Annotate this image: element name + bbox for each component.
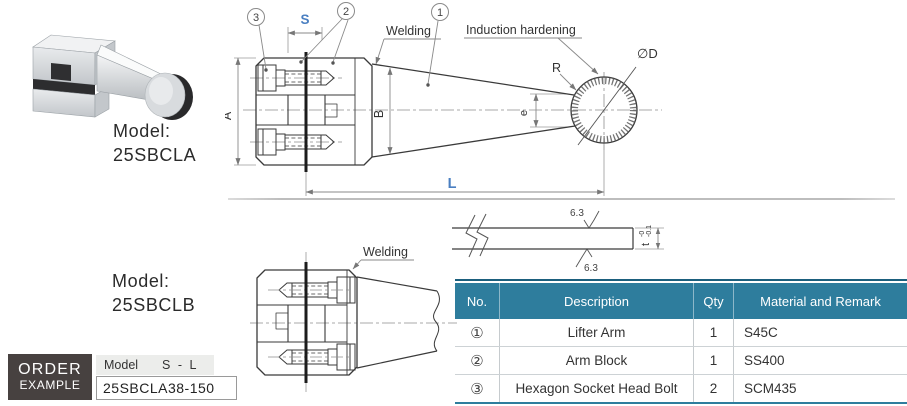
table-row: ③ Hexagon Socket Head Bolt 2 SCM435 (455, 375, 907, 404)
callout-3-number: 3 (253, 12, 259, 24)
dim-a-label: A (225, 111, 234, 120)
row-description: Lifter Arm (499, 319, 693, 346)
dim-l-label: L (448, 176, 457, 192)
socket-bolt-top-b (268, 276, 356, 304)
order-title-line1: ORDER (18, 360, 82, 378)
section-divider (228, 198, 895, 200)
order-format-strip: Model S - L (96, 355, 214, 375)
model-a-label: Model: 25SBCLA (113, 120, 196, 168)
order-example-box: ORDER EXAMPLE (8, 354, 92, 400)
dim-t-tol-upper: -0 (639, 231, 646, 237)
row-material: S45C (733, 319, 907, 346)
welding-annotation-b: Welding (352, 245, 414, 270)
callout-3: 3 (247, 8, 268, 72)
finish-top-value: 6.3 (570, 208, 584, 219)
row-material: SCM435 (733, 375, 907, 402)
row-no: ③ (470, 380, 484, 398)
break-line (433, 290, 440, 352)
order-title-line2: EXAMPLE (19, 378, 81, 393)
dim-t-tol-lower: -0.1 (646, 225, 653, 237)
order-example-code: 25SBCLA38-150 (96, 376, 237, 400)
model-a-name: 25SBCLA (113, 144, 197, 165)
lifter-arm-photo (32, 34, 193, 120)
tapered-arm (371, 63, 576, 158)
row-no: ① (470, 324, 484, 342)
diameter-leader-line (577, 66, 637, 146)
callout-2: 2 (299, 2, 355, 65)
disc-tip (570, 66, 638, 146)
finish-bottom-value: 6.3 (584, 263, 598, 274)
surface-finish-bottom: 6.3 (575, 248, 598, 274)
parts-table-header: No. Description Qty Material and Remark (455, 283, 907, 319)
section-detail-drawing: 6.3 6.3 t -0 -0.1 (452, 208, 664, 274)
socket-bolt-bottom-b (268, 343, 356, 371)
dim-s-label: S (300, 12, 309, 27)
induction-hardening-label: Induction hardening (466, 23, 576, 37)
dim-r-label: R (552, 61, 561, 75)
model-b-label: Model: 25SBCLB (112, 270, 195, 318)
row-no: ② (470, 352, 484, 370)
callout-1-number: 1 (437, 7, 443, 19)
row-qty: 1 (693, 347, 733, 374)
model-b-name: 25SBCLB (112, 294, 196, 315)
row-description: Hexagon Socket Head Bolt (499, 375, 693, 402)
socket-bolt-top (257, 64, 335, 92)
dim-e-label: e (518, 110, 530, 116)
induction-hatch-ring (571, 77, 637, 143)
table-row: ② Arm Block 1 SS400 (455, 347, 907, 375)
product-photo (32, 34, 193, 120)
surface-finish-top: 6.3 (570, 208, 600, 229)
plate-section (452, 227, 634, 250)
parts-table: No. Description Qty Material and Remark … (455, 279, 907, 404)
bottom-technical-drawing: Welding (250, 245, 457, 392)
thickness-dimension: t -0 -0.1 (635, 225, 664, 250)
header-material: Material and Remark (733, 283, 907, 319)
header-no: No. (466, 293, 488, 309)
welding-label-b: Welding (363, 245, 408, 259)
centerlines (243, 72, 662, 150)
header-qty: Qty (693, 283, 733, 319)
row-qty: 1 (693, 319, 733, 346)
callout-1: 1 (426, 3, 449, 87)
break-symbol (465, 213, 489, 258)
dimension-lines (235, 30, 605, 195)
dim-b-label: B (372, 110, 386, 118)
order-format-dims: S - L (162, 358, 199, 372)
row-qty: 2 (693, 375, 733, 402)
callout-2-number: 2 (343, 6, 349, 18)
arm-stub (356, 276, 440, 369)
top-technical-drawing: 3 2 1 Welding Induction hardening R (225, 2, 662, 196)
welding-annotation: Welding (375, 24, 441, 65)
header-description: Description (499, 283, 693, 319)
dim-d-label: ∅D (637, 46, 658, 61)
model-b-caption: Model: (112, 271, 170, 291)
extension-lines-s (234, 27, 605, 196)
socket-bolt-bottom (257, 128, 335, 156)
induction-hardening-annotation: Induction hardening (464, 23, 599, 75)
table-row: ① Lifter Arm 1 S45C (455, 319, 907, 347)
radius-annotation: R (552, 61, 577, 91)
row-description: Arm Block (499, 347, 693, 374)
row-material: SS400 (733, 347, 907, 374)
model-a-caption: Model: (113, 121, 171, 141)
welding-label: Welding (386, 24, 431, 38)
dim-t-label: t (640, 243, 652, 246)
order-format-model: Model (104, 358, 139, 372)
